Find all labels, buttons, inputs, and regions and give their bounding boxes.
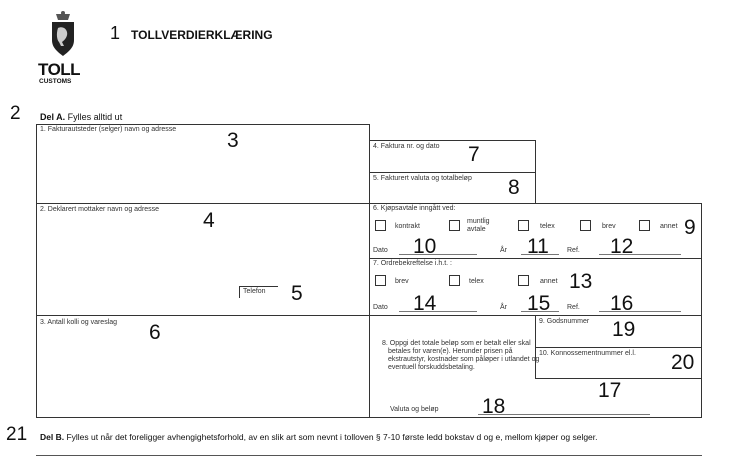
field-2-recipient[interactable]: 2. Deklarert mottaker navn og adresse 4 … [36, 203, 370, 316]
date-field[interactable] [399, 254, 477, 255]
field-7-order-confirmation: 7. Ordrebekreftelse i.h.t. : brev telex … [369, 258, 702, 316]
year-field[interactable] [521, 254, 559, 255]
field-6-label: 6. Kjøpsavtale inngått ved: [373, 205, 456, 212]
marker-12: 12 [610, 235, 634, 258]
field-6-purchase-agreement: 6. Kjøpsavtale inngått ved: kontrakt mun… [369, 203, 702, 259]
logo-subtext: CUSTOMS [39, 78, 72, 85]
del-b-heading: Del B. Fylles ut når det foreligger avhe… [40, 432, 680, 442]
checkbox-telex[interactable] [518, 220, 529, 231]
marker-8: 8 [508, 176, 520, 199]
marker-4: 4 [203, 209, 215, 232]
field-5-currency[interactable]: 5. Fakturert valuta og totalbeløp 8 [369, 172, 536, 204]
field-4-invoice[interactable]: 4. Faktura nr. og dato 7 [369, 140, 536, 173]
del-b-number: 21 [6, 424, 28, 445]
marker-3: 3 [227, 129, 239, 152]
page-title: TOLLVERDIERKLÆRING [131, 28, 273, 42]
del-b-text: Fylles ut når det foreligger avhengighet… [64, 432, 598, 442]
marker-13: 13 [569, 270, 593, 293]
logo-text: TOLL [38, 60, 81, 79]
ref-label-7: Ref. [567, 304, 580, 311]
title-number: 1 [110, 23, 121, 43]
ref-field-7[interactable] [599, 311, 681, 312]
year-field-7[interactable] [521, 311, 559, 312]
checkbox-telex-7[interactable] [449, 275, 460, 286]
marker-20: 20 [671, 351, 695, 374]
field-8-text: 8. Oppgi det totale beløp som er betalt … [382, 340, 540, 371]
date-label-7: Dato [373, 304, 388, 311]
checkbox-annet-7[interactable] [518, 275, 529, 286]
marker-14: 14 [413, 292, 437, 315]
marker-15: 15 [527, 292, 551, 315]
marker-11: 11 [527, 235, 549, 258]
field-10-label: 10. Konnossementnummer el.l. [539, 350, 636, 357]
field-1-label: 1. Fakturautsteder (selger) navn og adre… [40, 126, 177, 133]
checkbox-kontrakt[interactable] [375, 220, 386, 231]
option-annet: annet [660, 223, 678, 230]
field-4-label: 4. Faktura nr. og dato [373, 143, 440, 150]
del-b-bold: Del B. [40, 432, 65, 442]
option-telex: telex [540, 223, 555, 230]
checkbox-muntlig-avtale[interactable] [449, 220, 460, 231]
marker-7: 7 [468, 143, 480, 166]
ref-field[interactable] [599, 254, 681, 255]
field-2-label: 2. Deklarert mottaker navn og adresse [40, 206, 160, 213]
checkbox-brev-7[interactable] [375, 275, 386, 286]
marker-5: 5 [291, 282, 303, 305]
del-a-number: 2 [10, 103, 21, 124]
del-a-text: Fylles alltid ut [65, 112, 123, 122]
option-muntlig-avtale: muntlig avtale [467, 218, 490, 233]
del-a-heading: Del A. Fylles alltid ut [40, 112, 122, 122]
field-7-label: 7. Ordrebekreftelse i.h.t. : [373, 260, 452, 267]
valuta-field[interactable] [478, 414, 650, 415]
marker-9: 9 [684, 216, 696, 239]
date-field-7[interactable] [399, 311, 477, 312]
valuta-label: Valuta og beløp [390, 406, 439, 413]
option-brev: brev [602, 223, 616, 230]
marker-19: 19 [612, 318, 636, 341]
field-5-label: 5. Fakturert valuta og totalbeløp [373, 175, 472, 182]
phone-label: Telefon [239, 286, 278, 298]
checkbox-annet[interactable] [639, 220, 650, 231]
option-kontrakt: kontrakt [395, 223, 420, 230]
year-label-7: År [500, 304, 507, 311]
marker-6: 6 [149, 321, 161, 344]
option-telex-7: telex [469, 278, 484, 285]
field-3-packages[interactable]: 3. Antall kolli og vareslag 6 [36, 315, 370, 418]
del-a-bold: Del A. [40, 112, 66, 122]
year-label: År [500, 247, 507, 254]
marker-16: 16 [610, 292, 634, 315]
field-1-seller[interactable]: 1. Fakturautsteder (selger) navn og adre… [36, 124, 370, 204]
field-3-label: 3. Antall kolli og vareslag [40, 319, 118, 326]
marker-17: 17 [598, 379, 622, 402]
field-8-total-amount: 8. Oppgi det totale beløp som er betalt … [369, 315, 702, 418]
divider [36, 455, 702, 456]
option-annet-7: annet [540, 278, 558, 285]
coat-of-arms-icon [48, 10, 78, 60]
ref-label: Ref. [567, 247, 580, 254]
field-10-bill-of-lading[interactable]: 10. Konnossementnummer el.l. 20 [535, 347, 702, 379]
field-9-label: 9. Godsnummer [539, 318, 590, 325]
date-label: Dato [373, 247, 388, 254]
option-brev-7: brev [395, 278, 409, 285]
marker-18: 18 [482, 395, 506, 418]
field-9-goods-number[interactable]: 9. Godsnummer 19 [535, 315, 702, 348]
marker-10: 10 [413, 235, 437, 258]
checkbox-brev[interactable] [580, 220, 591, 231]
